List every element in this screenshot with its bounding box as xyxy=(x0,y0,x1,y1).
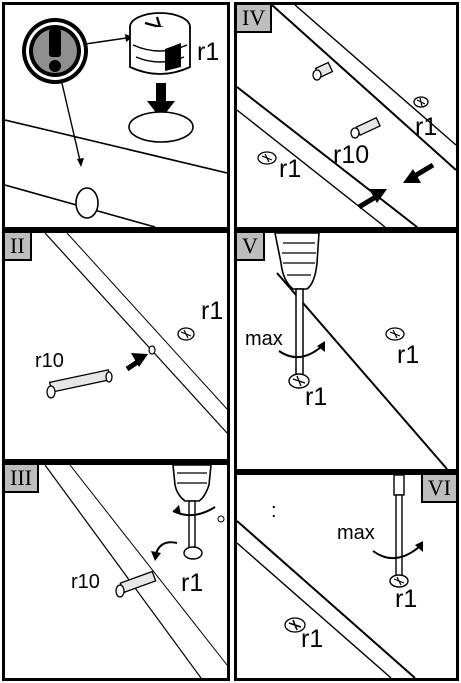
cam-lock-r1-icon xyxy=(284,617,306,633)
part-label-r1: r1 xyxy=(305,383,328,411)
pointer-arrowhead xyxy=(77,158,84,167)
panel-intro: r1 xyxy=(2,2,230,230)
rotation-arrow-icon xyxy=(278,341,325,358)
panel-step-vi: : VI max r1 r1 xyxy=(234,472,459,681)
board-edge-line xyxy=(237,86,418,227)
part-label-r10: r10 xyxy=(333,141,370,169)
pointer-line xyxy=(60,78,82,166)
board-edge-line xyxy=(276,272,448,469)
part-label-r1: r1 xyxy=(301,625,324,653)
part-label-r1: r1 xyxy=(415,113,438,141)
dowel-r10-icon xyxy=(312,61,334,81)
step-badge-iii: III xyxy=(5,465,39,493)
part-label-r1: r1 xyxy=(395,585,418,613)
step-badge-v: V xyxy=(237,233,265,261)
part-label-r1: r1 xyxy=(397,341,420,369)
board-edge-line xyxy=(237,542,392,678)
rotation-arrow-icon xyxy=(172,505,216,517)
dowel-hole xyxy=(148,345,156,355)
board-edge-line xyxy=(5,119,227,174)
board-edge-line xyxy=(237,520,416,678)
panel-step-iv: IV r1 r10 r1 xyxy=(234,2,459,230)
direction-arrow-icon xyxy=(357,189,387,210)
cam-lock-r1-icon xyxy=(389,574,409,588)
hole-oval xyxy=(75,187,99,219)
down-arrow-icon xyxy=(147,83,175,119)
part-label-r10: r10 xyxy=(71,571,100,593)
cam-lock-r1-icon xyxy=(288,373,310,389)
panel-ii-art xyxy=(44,233,227,434)
board-edge-line xyxy=(69,465,227,666)
board-edge-line xyxy=(271,5,456,171)
part-label-r1: r1 xyxy=(197,38,220,66)
rotation-arrow-icon xyxy=(372,541,423,559)
direction-arrow-icon xyxy=(125,353,148,372)
panel-step-ii: II r1 r10 xyxy=(2,230,230,462)
dowel-r10-icon xyxy=(350,116,381,139)
step-badge-vi: VI xyxy=(420,475,456,503)
target-hole xyxy=(128,111,194,143)
warning-exclamation-icon xyxy=(22,18,88,84)
screwdriver-icon xyxy=(393,475,405,580)
panel-intro-art xyxy=(5,12,227,227)
cam-lock-r1-icon xyxy=(183,546,203,560)
step-badge-ii: II xyxy=(5,233,32,261)
dowel-r10-icon xyxy=(46,369,113,399)
dowel-r10-icon xyxy=(115,570,157,598)
board-edge-line xyxy=(44,465,202,678)
rotation-arrow-icon xyxy=(151,541,178,561)
torque-label-max: max xyxy=(245,328,283,350)
panel-vi-art xyxy=(237,475,423,678)
step-badge-iv: IV xyxy=(237,5,273,33)
cam-lock-r1-icon xyxy=(177,327,195,341)
part-label-r10: r10 xyxy=(35,350,64,372)
panel-iv-art xyxy=(237,5,456,227)
board-edge-line xyxy=(66,233,227,410)
panel-step-v: V max r1 r1 xyxy=(234,230,459,472)
cam-lock-r1-icon xyxy=(257,151,277,165)
cam-lock-r1-icon xyxy=(385,327,405,341)
panel-step-iii: III r10 r1 xyxy=(2,462,230,681)
direction-arrow-icon xyxy=(403,162,435,183)
part-label-r1: r1 xyxy=(181,569,204,597)
torque-label-max: max xyxy=(337,522,375,544)
part-label-r1: r1 xyxy=(279,155,302,183)
cam-lock-r1-icon xyxy=(129,12,191,75)
cam-lock-r1-icon xyxy=(413,96,429,108)
stray-mark: : xyxy=(271,500,277,522)
part-label-r1: r1 xyxy=(201,297,224,325)
board-edge-line xyxy=(44,233,227,434)
panel-iii-art xyxy=(44,465,227,678)
pointer-arrowhead xyxy=(125,34,133,42)
board-edge-line xyxy=(294,5,456,146)
panel-v-art xyxy=(274,233,448,469)
dowel-hole xyxy=(217,515,225,523)
